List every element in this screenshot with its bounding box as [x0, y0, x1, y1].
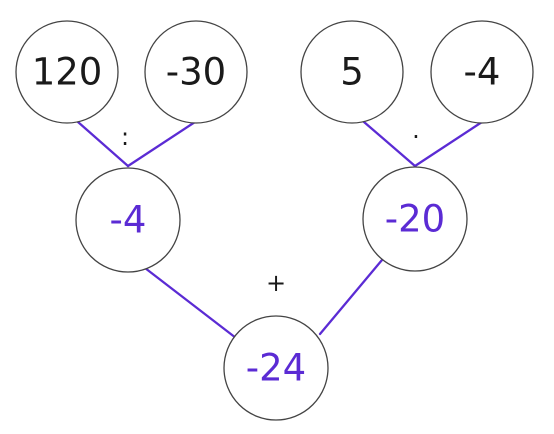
node-c-value: 5 [340, 51, 364, 94]
node-b-value: -30 [166, 51, 226, 94]
node-left-intermediate: -4 [75, 167, 181, 273]
node-result: -24 [223, 315, 329, 421]
edge-c-to-right [362, 120, 417, 168]
operator-right: · [412, 123, 420, 151]
node-a-value: 120 [32, 51, 103, 94]
node-result-value: -24 [246, 347, 306, 390]
node-right-intermediate-value: -20 [385, 198, 445, 241]
edge-a-to-left [76, 120, 130, 168]
operator-bottom: + [266, 269, 286, 297]
edge-d-to-right [413, 120, 484, 168]
edge-b-to-left [126, 120, 197, 168]
node-right-intermediate: -20 [362, 166, 468, 272]
edge-left-to-result [143, 266, 238, 340]
node-left-intermediate-value: -4 [110, 199, 147, 242]
node-c: 5 [300, 20, 404, 124]
node-b: -30 [144, 20, 248, 124]
operator-left: : [121, 123, 129, 151]
node-a: 120 [15, 20, 119, 124]
edge-right-to-result [318, 258, 384, 336]
node-d-value: -4 [464, 51, 501, 94]
node-d: -4 [430, 20, 534, 124]
